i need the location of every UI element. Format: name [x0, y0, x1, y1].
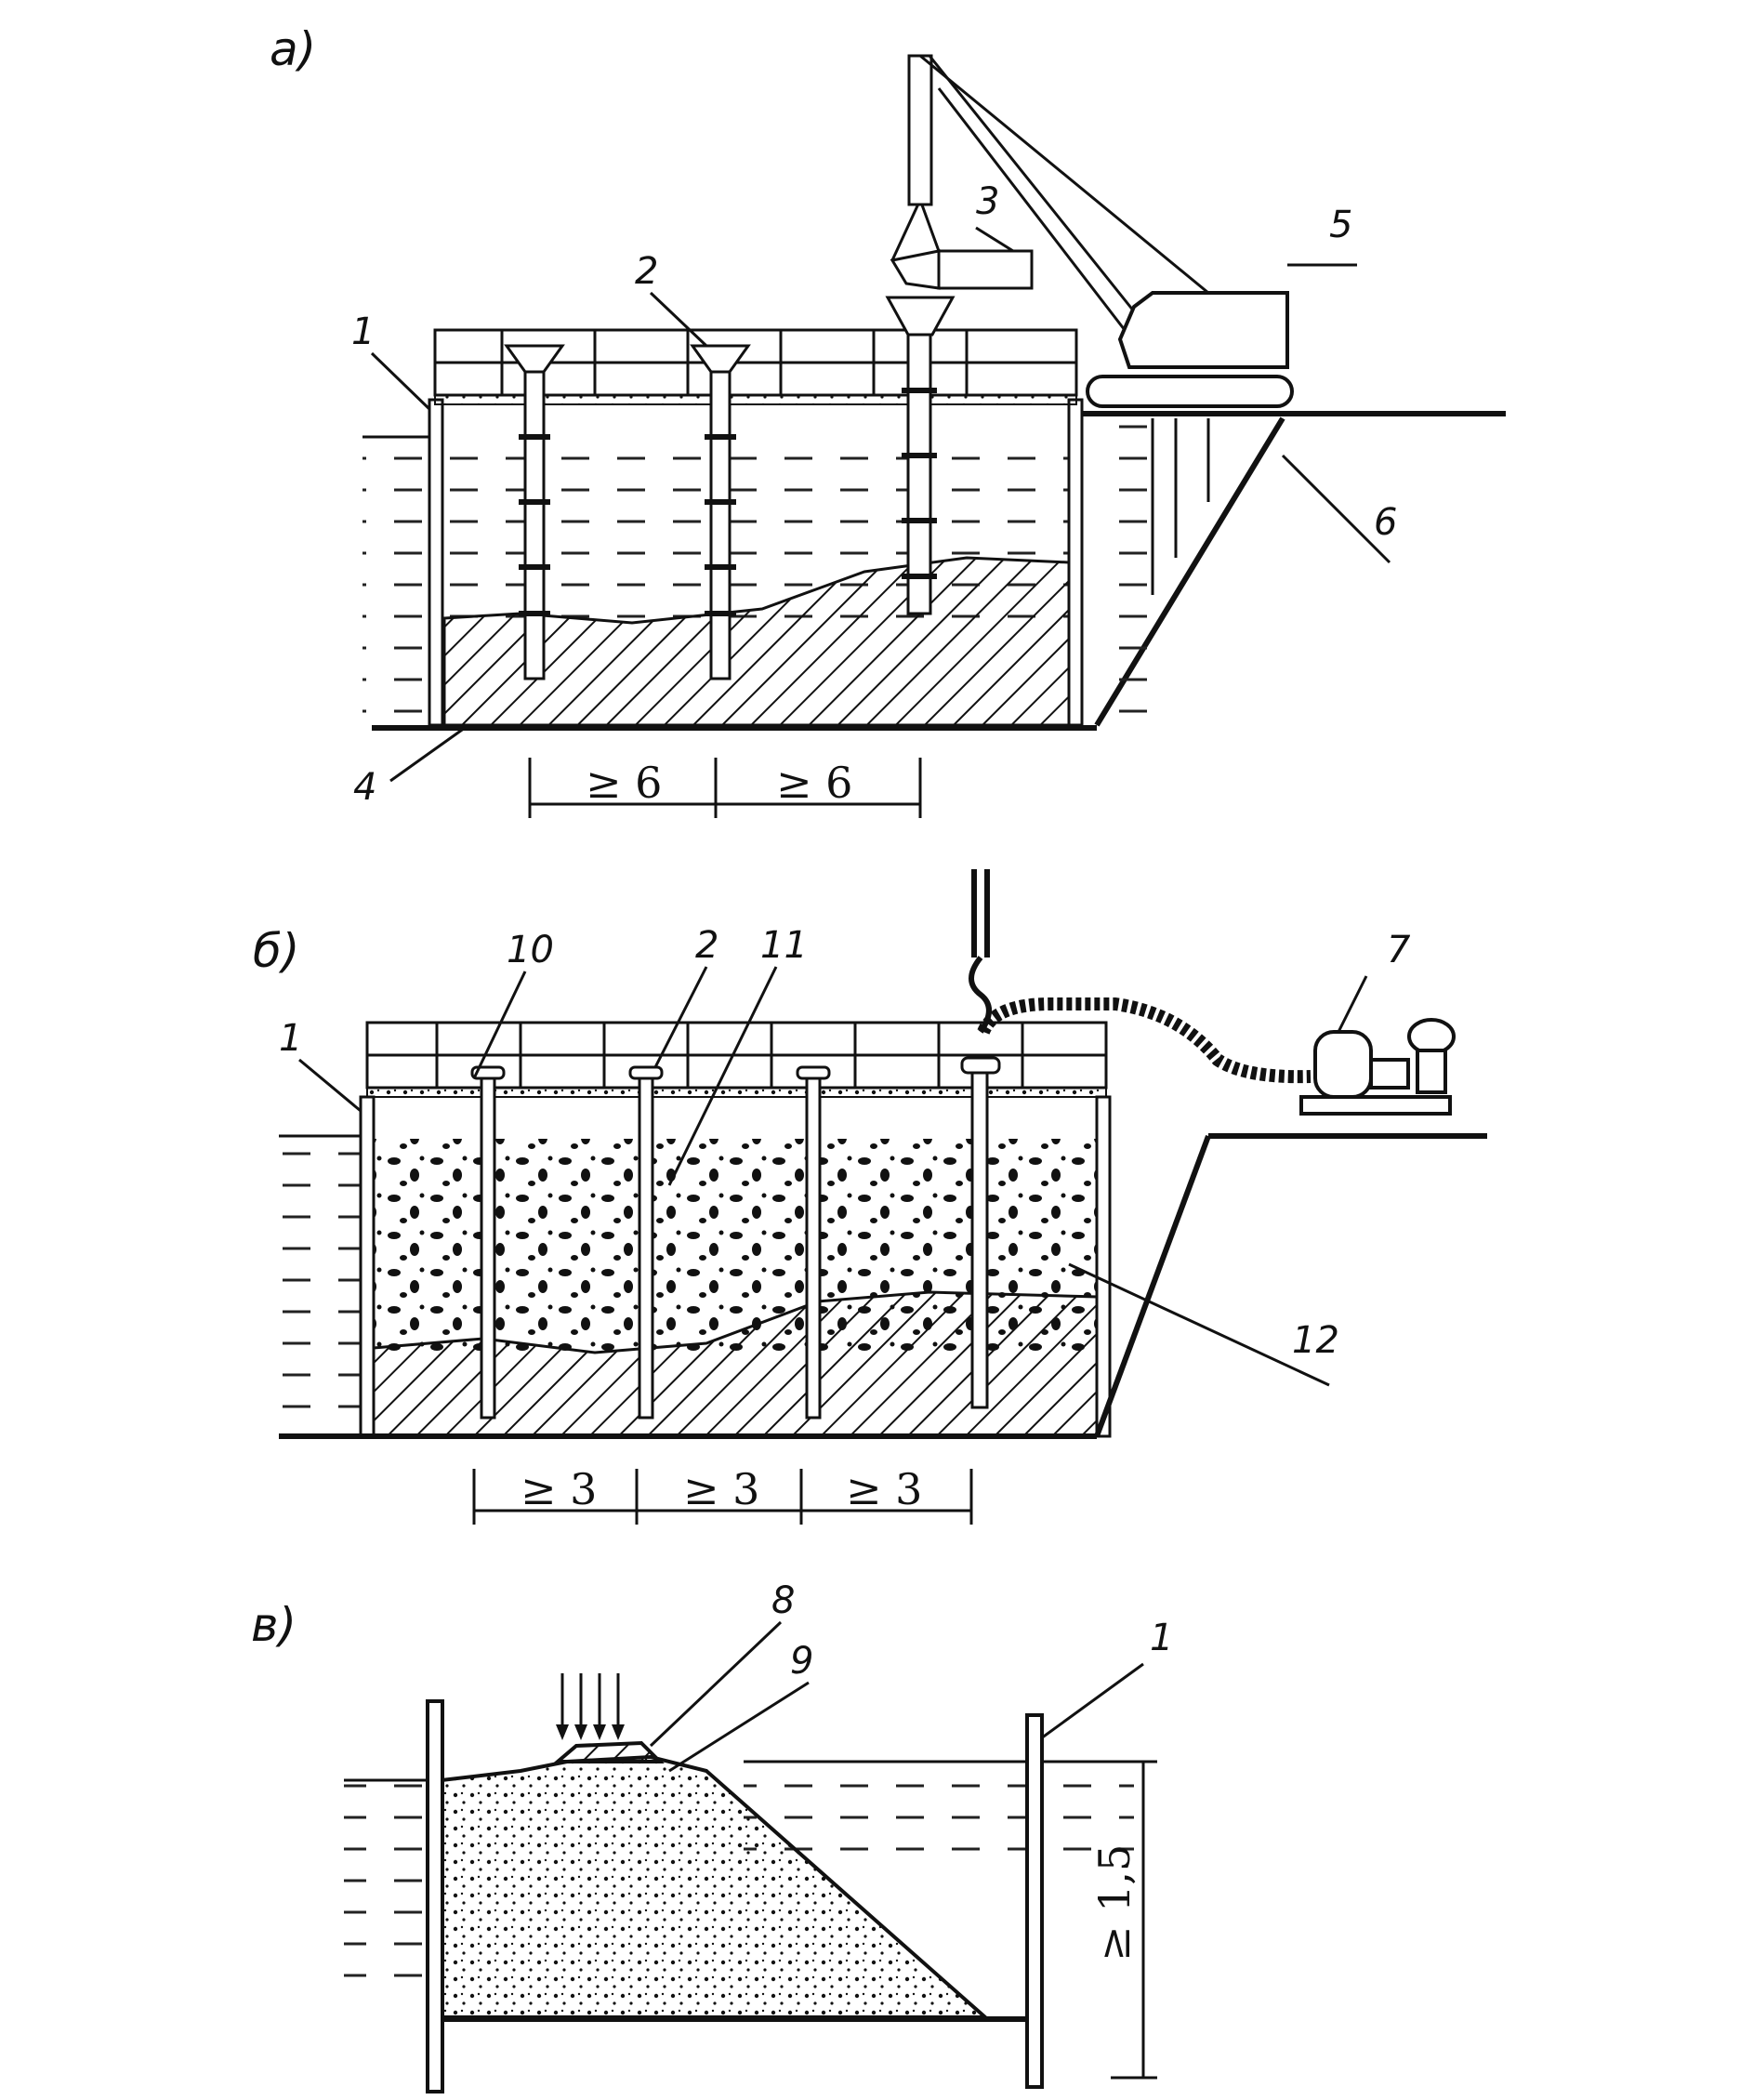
- callout-c-9: 9: [790, 1640, 813, 1683]
- panel-c-water-right: [744, 1762, 1134, 1864]
- panel-a-sheet-pile-left: [428, 398, 444, 727]
- panel-c: в) ≥ 1,5: [251, 1579, 1173, 2093]
- panel-a-tremie-pipe-3: [885, 296, 956, 615]
- panel-b: б): [253, 869, 1487, 1525]
- panel-a: а): [270, 22, 1506, 818]
- panel-b-label: б): [253, 924, 299, 978]
- callout-b-1: 1: [279, 1017, 302, 1060]
- panel-a-dim-1: ≥ 6: [586, 758, 662, 808]
- panel-b-hose: [977, 997, 1312, 1084]
- panel-c-label: в): [251, 1598, 297, 1652]
- callout-a-4: 4: [353, 766, 376, 809]
- panel-b-sheet-pile-left: [359, 1095, 376, 1438]
- callout-b-12: 12: [1292, 1319, 1339, 1362]
- callout-b-10: 10: [507, 929, 554, 971]
- callout-b-7: 7: [1387, 929, 1411, 971]
- callout-c-8: 8: [771, 1579, 795, 1622]
- panel-c-fresh-concrete: [552, 1740, 665, 1763]
- panel-b-dim-1: ≥ 3: [521, 1464, 597, 1514]
- panel-a-dimension: ≥ 6 ≥ 6: [528, 758, 922, 818]
- panel-b-sheet-pile-right: [1095, 1095, 1112, 1438]
- panel-b-dim-3: ≥ 3: [846, 1464, 922, 1514]
- panel-a-tremie-pipe-1: [504, 344, 565, 680]
- panel-c-dim-1: ≥ 1,5: [1089, 1844, 1140, 1961]
- panel-c-load-arrows: [556, 1673, 625, 1740]
- panel-b-scaffold: [365, 1021, 1108, 1098]
- panel-b-dimension: ≥ 3 ≥ 3 ≥ 3: [472, 1464, 973, 1525]
- panel-b-pipe-3: [796, 1065, 831, 1420]
- callout-b-11: 11: [760, 924, 808, 967]
- callout-a-6: 6: [1374, 501, 1397, 544]
- callout-b-2: 2: [695, 924, 718, 967]
- panel-c-dimension: ≥ 1,5: [1089, 1760, 1157, 2080]
- panel-b-pipe-1: [470, 1065, 506, 1420]
- panel-a-concrete-bucket: [890, 199, 1034, 290]
- panel-c-water-left: [344, 1780, 428, 2003]
- panel-a-label: а): [270, 22, 316, 76]
- panel-a-sheet-pile-right: [1067, 398, 1084, 727]
- callout-c-1: 1: [1150, 1617, 1173, 1659]
- panel-c-sheet-pile-right: [1025, 1713, 1044, 2089]
- panel-a-ground-right: [1083, 411, 1506, 727]
- panel-a-crane: [907, 54, 1294, 408]
- panel-b-water-left: [279, 1136, 367, 1433]
- panel-b-pump: [1299, 1018, 1456, 1116]
- callout-a-3: 3: [976, 180, 999, 223]
- panel-c-sheet-pile-left: [426, 1699, 444, 2093]
- panel-b-dim-2: ≥ 3: [683, 1464, 759, 1514]
- callout-a-5: 5: [1329, 204, 1352, 246]
- panel-a-scaffold: [433, 328, 1078, 405]
- panel-a-tremie-pipe-2: [690, 344, 751, 680]
- callout-a-2: 2: [635, 250, 658, 293]
- panel-b-pipe-2: [628, 1065, 664, 1420]
- panel-b-callouts: 1 10 2 11 7 12: [279, 924, 1411, 1387]
- panel-a-dim-2: ≥ 6: [776, 758, 852, 808]
- callout-a-1: 1: [351, 310, 375, 353]
- panel-c-callouts: 8 9 1: [649, 1579, 1173, 1773]
- panel-a-water-left: [362, 437, 437, 725]
- panel-a-callouts: 1 2 3 4 5 6: [351, 180, 1397, 809]
